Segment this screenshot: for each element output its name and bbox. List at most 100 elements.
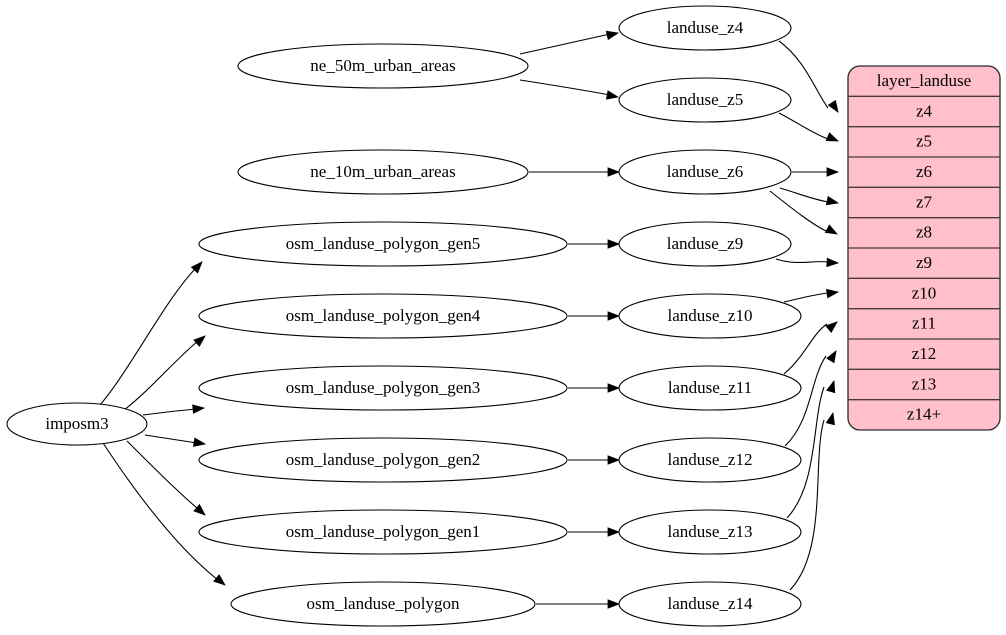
arrow-head — [193, 503, 206, 516]
node-imposm3[interactable]: imposm3 — [6, 402, 148, 446]
arrow-head — [605, 90, 620, 100]
edge-line — [102, 442, 219, 581]
edge-line — [519, 79, 611, 96]
record-node-layer: layer_landusez4z5z6z7z8z9z10z11z12z13z14… — [847, 65, 1001, 431]
edge-line — [144, 434, 198, 444]
view-node-ellipse — [618, 5, 792, 51]
arrow-head — [824, 224, 838, 235]
arrow-head — [607, 311, 621, 321]
node-label: landuse_z5 — [667, 90, 743, 109]
arrow-head — [607, 383, 621, 393]
view-node-ellipse — [618, 149, 792, 195]
arrow-head — [192, 404, 206, 414]
record-row-label-z8: z8 — [916, 223, 932, 242]
edge-line — [123, 340, 199, 411]
node-landuse_z12[interactable]: landuse_z12 — [618, 437, 802, 483]
node-osm_landuse_polygon_gen4[interactable]: osm_landuse_polygon_gen4 — [198, 293, 568, 339]
record-row-label-z11: z11 — [912, 314, 936, 333]
node-landuse_z14[interactable]: landuse_z14 — [618, 581, 802, 627]
edge-line — [783, 292, 829, 303]
node-label: imposm3 — [45, 414, 108, 433]
record-row-label-z7: z7 — [916, 192, 933, 211]
node-osm_landuse_polygon_gen1[interactable]: osm_landuse_polygon_gen1 — [198, 509, 568, 555]
record-row-label-z14+: z14+ — [907, 405, 941, 424]
edge-osm_landuse_polygon_gen4-to-landuse_z10 — [568, 311, 621, 321]
node-ne_10m_urban_areas[interactable]: ne_10m_urban_areas — [237, 149, 529, 195]
edge-ne_50m_urban_areas-to-landuse_z4 — [519, 30, 620, 55]
node-landuse_z6[interactable]: landuse_z6 — [618, 149, 792, 195]
arrow-head — [607, 239, 621, 249]
node-label: osm_landuse_polygon_gen3 — [286, 378, 481, 397]
edge-line — [783, 323, 828, 375]
arrow-head — [826, 379, 836, 394]
arrow-head — [607, 527, 621, 537]
edge-line — [519, 33, 611, 55]
node-label: landuse_z14 — [668, 594, 753, 613]
edge-landuse_z4-to-z4 — [778, 40, 839, 113]
edge-osm_landuse_polygon_gen1-to-landuse_z13 — [568, 527, 621, 537]
edge-landuse_z11-to-z11 — [783, 321, 838, 375]
edge-line — [126, 440, 199, 510]
view-node-ellipse — [618, 437, 802, 483]
edge-imposm3-to-osm_landuse_polygon_gen5 — [99, 261, 203, 406]
view-node-ellipse — [618, 221, 792, 267]
node-label: osm_landuse_polygon_gen5 — [286, 234, 481, 253]
arrow-head — [190, 261, 203, 274]
edge-line — [775, 258, 829, 264]
edge-landuse_z9-to-z9 — [775, 257, 840, 268]
edge-landuse_z14-to-z14+ — [789, 411, 835, 591]
node-osm_landuse_polygon_gen5[interactable]: osm_landuse_polygon_gen5 — [198, 221, 568, 267]
record-header-label: layer_landuse — [877, 71, 971, 90]
arrow-head — [827, 99, 839, 113]
view-node-ellipse — [618, 581, 802, 627]
record-row-label-z13: z13 — [912, 374, 937, 393]
edge-imposm3-to-osm_landuse_polygon_gen4 — [123, 335, 206, 411]
table-node-ellipse — [198, 293, 568, 339]
edge-osm_landuse_polygon-to-landuse_z14 — [536, 599, 621, 609]
edge-line — [784, 355, 827, 447]
node-label: landuse_z12 — [668, 450, 753, 469]
table-node-ellipse — [230, 581, 536, 627]
node-landuse_z5[interactable]: landuse_z5 — [618, 77, 792, 123]
node-label: landuse_z4 — [667, 18, 744, 37]
node-osm_landuse_polygon[interactable]: osm_landuse_polygon — [230, 581, 536, 627]
arrow-head — [825, 411, 835, 426]
table-node-ellipse — [237, 43, 529, 89]
node-label: landuse_z11 — [668, 378, 752, 397]
edge-line — [99, 267, 197, 406]
edge-line — [778, 112, 829, 140]
node-label: osm_landuse_polygon_gen1 — [286, 522, 481, 541]
record-row-label-z4: z4 — [916, 101, 933, 120]
edge-landuse_z6-to-z8 — [769, 190, 838, 235]
node-osm_landuse_polygon_gen2[interactable]: osm_landuse_polygon_gen2 — [198, 437, 568, 483]
table-node-ellipse — [198, 221, 568, 267]
edge-imposm3-to-osm_landuse_polygon_gen1 — [126, 440, 206, 516]
arrow-head — [607, 167, 621, 177]
nodes-layer: imposm3 ne_50m_urban_areas ne_10m_urban_ar… — [6, 5, 802, 627]
node-landuse_z4[interactable]: landuse_z4 — [618, 5, 792, 51]
node-landuse_z9[interactable]: landuse_z9 — [618, 221, 792, 267]
node-label: osm_landuse_polygon_gen2 — [286, 450, 481, 469]
edge-osm_landuse_polygon_gen2-to-landuse_z12 — [568, 455, 621, 465]
node-label: landuse_z10 — [668, 306, 753, 325]
node-ne_50m_urban_areas[interactable]: ne_50m_urban_areas — [237, 43, 529, 89]
arrow-head — [605, 30, 620, 41]
view-node-ellipse — [618, 365, 802, 411]
arrow-head — [826, 288, 840, 299]
arrow-head — [193, 335, 206, 348]
edge-line — [142, 408, 197, 416]
edge-landuse_z10-to-z10 — [783, 288, 840, 303]
node-label: landuse_z13 — [668, 522, 753, 541]
arrow-head — [213, 574, 226, 586]
record-node-layer_landuse[interactable]: layer_landusez4z5z6z7z8z9z10z11z12z13z14… — [847, 65, 1001, 431]
arrow-head — [825, 132, 840, 142]
edge-landuse_z6-to-z6 — [792, 167, 840, 177]
arrow-head — [826, 167, 840, 177]
edge-line — [789, 419, 825, 591]
edge-landuse_z6-to-z7 — [779, 187, 840, 206]
node-landuse_z10[interactable]: landuse_z10 — [618, 293, 802, 339]
node-landuse_z11[interactable]: landuse_z11 — [618, 365, 802, 411]
node-osm_landuse_polygon_gen3[interactable]: osm_landuse_polygon_gen3 — [198, 365, 568, 411]
node-landuse_z13[interactable]: landuse_z13 — [618, 509, 802, 555]
